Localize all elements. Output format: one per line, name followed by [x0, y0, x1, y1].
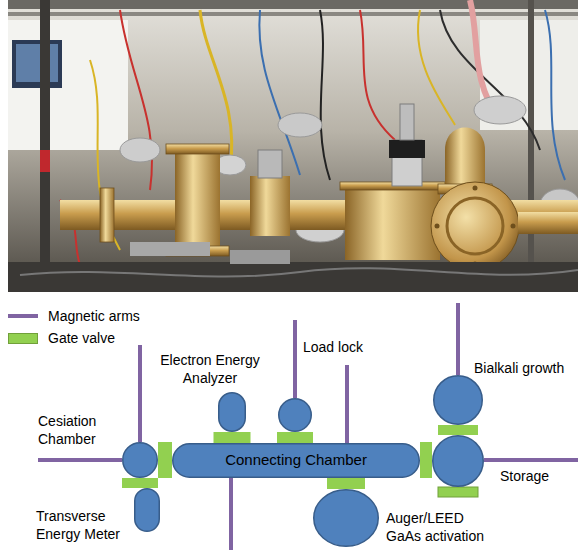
magnetic-arm — [138, 345, 142, 442]
chamber-label: Auger/LEED GaAs activation — [386, 510, 492, 545]
chamber-label: Transverse Energy Meter — [36, 508, 130, 543]
magnetic-arm — [484, 458, 578, 462]
legend-item: Magnetic arms — [8, 305, 140, 327]
legend-label: Gate valve — [48, 330, 115, 346]
gate-valve — [438, 487, 478, 497]
chamber-label: Cesiation Chamber — [38, 413, 118, 448]
chamber-outline — [432, 435, 484, 487]
chamber-label: Electron Energy Analyzer — [150, 352, 270, 387]
growth-chamber: Bialkali growth — [433, 375, 483, 425]
magnetic-arm — [293, 320, 297, 398]
legend-line-sample — [8, 311, 38, 321]
cesiation-chamber: Cesiation Chamber — [122, 442, 158, 478]
gate-valve — [327, 478, 365, 489]
legend-swatch — [8, 333, 38, 344]
load-lock-chamber: Load lock — [278, 398, 312, 432]
gate-valve — [277, 432, 313, 443]
gate-valve — [122, 478, 158, 488]
magnetic-arm — [229, 478, 233, 550]
chamber-label: Storage — [500, 468, 549, 486]
gate-valve — [158, 442, 172, 478]
chamber-label: Bialkali growth — [474, 360, 564, 378]
connecting-chamber: Connecting Chamber — [172, 443, 420, 478]
analyzer-chamber: Electron Energy Analyzer — [218, 392, 246, 432]
chamber-name: Connecting Chamber — [172, 443, 420, 478]
chamber-outline — [313, 489, 379, 547]
energy-meter-chamber: Transverse Energy Meter — [134, 488, 160, 532]
magnetic-arm — [345, 365, 349, 443]
chamber-outline — [278, 398, 312, 432]
chamber-outline — [218, 392, 246, 432]
chamber-label: Load lock — [303, 339, 363, 357]
gate-valve — [438, 425, 478, 435]
magnetic-arm — [456, 303, 460, 375]
magnetic-arm — [38, 458, 122, 462]
chamber-outline — [122, 442, 158, 478]
gate-valve — [214, 432, 251, 443]
chamber-outline — [433, 375, 483, 425]
legend-label: Magnetic arms — [48, 308, 140, 324]
gate-valve — [420, 442, 432, 478]
storage-chamber: Storage — [432, 435, 484, 487]
legend-item: Gate valve — [8, 327, 140, 349]
activation-chamber: Auger/LEED GaAs activation — [313, 489, 379, 547]
legend: Magnetic armsGate valve — [8, 305, 140, 349]
chamber-outline — [134, 488, 160, 532]
